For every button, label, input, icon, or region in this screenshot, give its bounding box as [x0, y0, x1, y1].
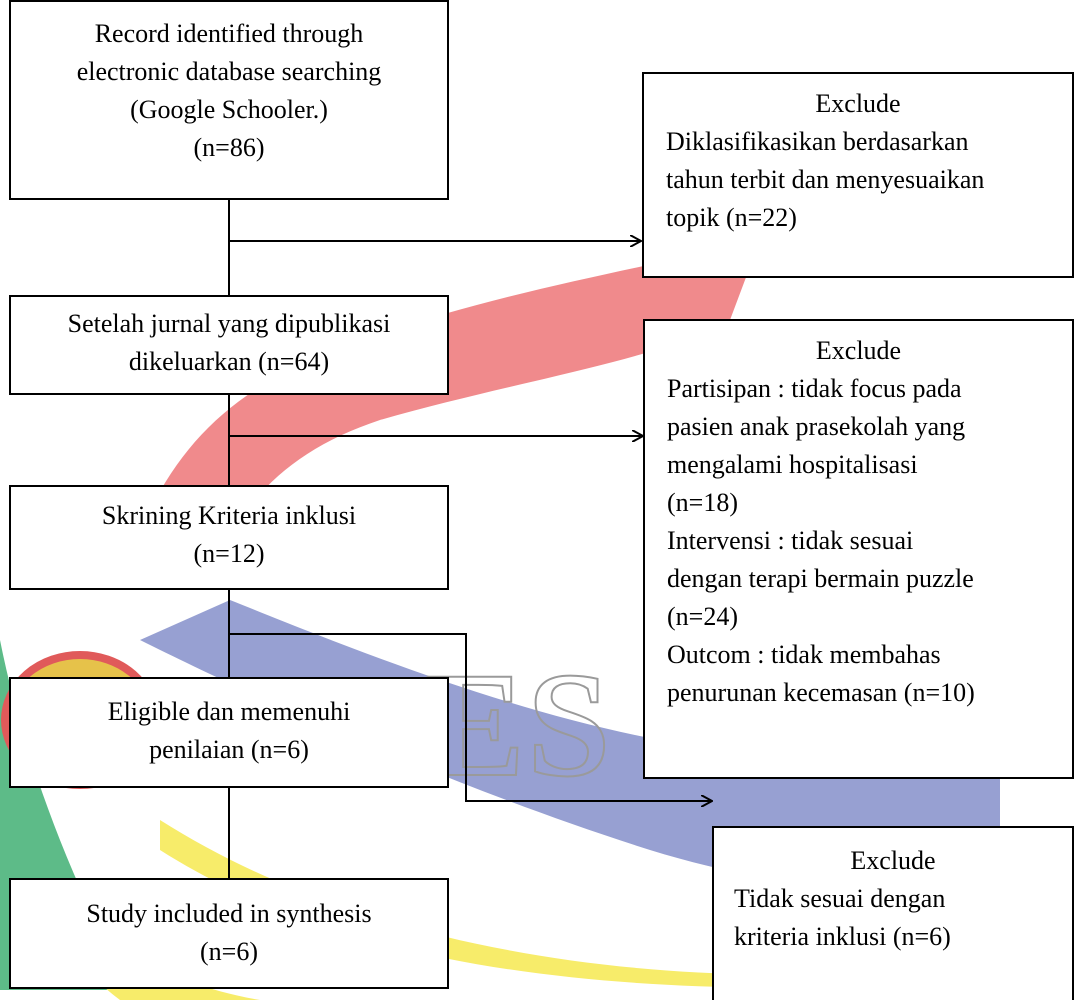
exclude-title: Exclude: [815, 89, 901, 118]
after-published-box: Setelah jurnal yang dipublikasi dikeluar…: [9, 295, 449, 395]
exclude-title: Exclude: [850, 846, 936, 875]
box-line: Intervensi : tidak sesuai: [667, 526, 914, 555]
screening-box: Skrining Kriteria inklusi (n=12): [9, 485, 449, 590]
exclude-box-2: Exclude Partisipan : tidak focus pada pa…: [643, 319, 1074, 779]
included-box: Study included in synthesis (n=6): [9, 878, 449, 989]
box-line: (n=12): [193, 539, 265, 568]
exclude-box-3: Exclude Tidak sesuai dengan kriteria ink…: [712, 826, 1074, 1000]
box-line: Diklasifikasikan berdasarkan: [666, 127, 969, 156]
box-line: Outcom : tidak membahas: [667, 640, 941, 669]
box-line: (n=18): [667, 488, 738, 517]
box-line: kriteria inklusi (n=6): [734, 922, 951, 951]
box-line: (n=24): [667, 602, 738, 631]
box-line: Setelah jurnal yang dipublikasi: [67, 309, 391, 338]
box-line: (n=6): [200, 937, 258, 966]
box-line: penilaian (n=6): [149, 735, 309, 764]
box-line: Partisipan : tidak focus pada: [667, 374, 962, 403]
box-line: Record identified through: [94, 19, 364, 48]
box-line: Study included in synthesis: [86, 899, 372, 928]
box-line: electronic database searching: [76, 57, 382, 86]
box-line: Eligible dan memenuhi: [107, 697, 351, 726]
box-line: dikeluarkan (n=64): [128, 347, 330, 376]
box-line: penurunan kecemasan (n=10): [667, 678, 975, 707]
box-line: Tidak sesuai dengan: [734, 884, 946, 913]
arrow-to-exclude3: [229, 633, 711, 801]
box-line: mengalami hospitalisasi: [667, 450, 918, 479]
watermark-blue-swoosh: [140, 600, 1000, 888]
box-line: (n=86): [193, 133, 265, 162]
exclude-title: Exclude: [815, 336, 902, 365]
watermark-text: ES: [424, 642, 613, 808]
box-line: dengan terapi bermain puzzle: [667, 564, 974, 593]
box-line: tahun terbit dan menyesuaikan: [666, 165, 985, 194]
exclude-box-1: Exclude Diklasifikasikan berdasarkan tah…: [642, 72, 1074, 278]
watermark-pink-swoosh: [130, 240, 760, 580]
box-line: pasien anak prasekolah yang: [667, 412, 966, 441]
eligible-box: Eligible dan memenuhi penilaian (n=6): [9, 677, 449, 788]
box-line: topik (n=22): [666, 203, 797, 232]
records-identified-box: Record identified through electronic dat…: [9, 0, 449, 200]
box-line: (Google Schooler.): [130, 95, 328, 124]
box-line: Skrining Kriteria inklusi: [101, 501, 357, 530]
